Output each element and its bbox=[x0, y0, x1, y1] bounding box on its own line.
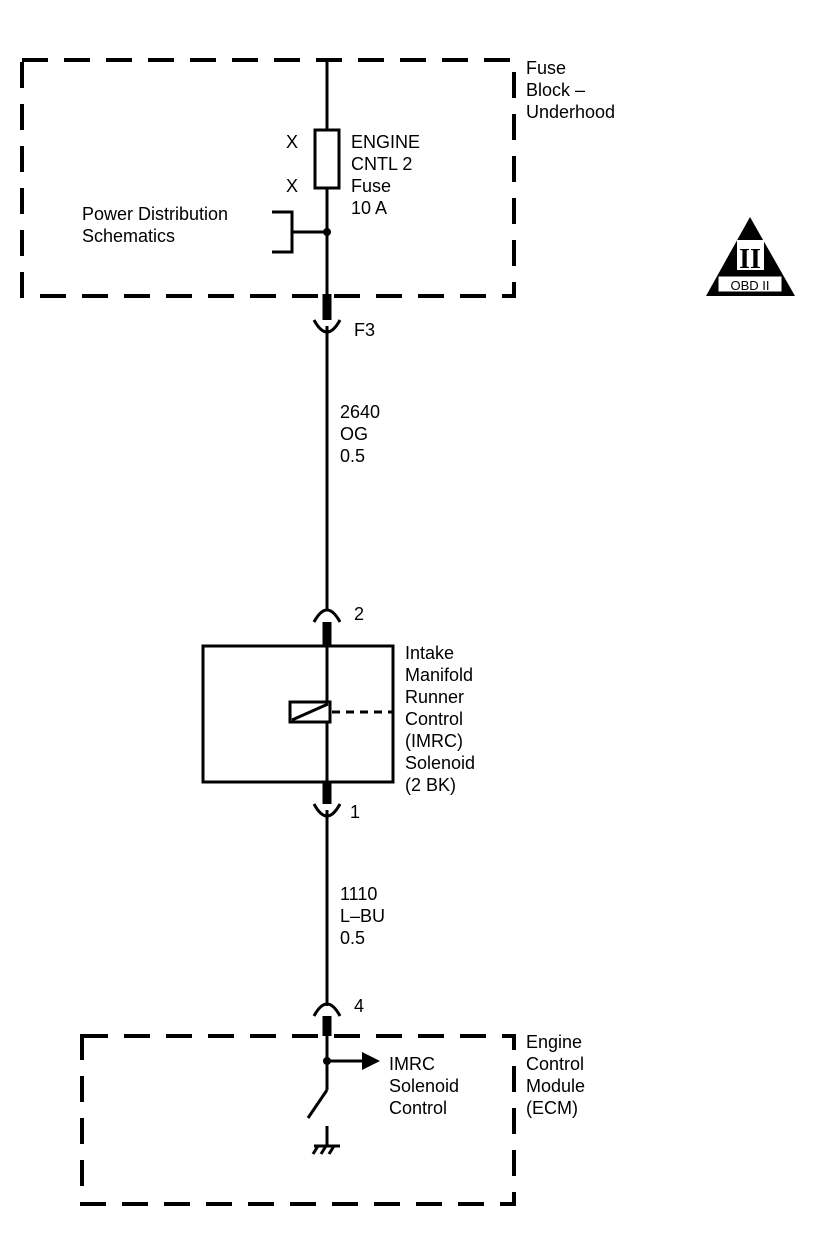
ground-icon bbox=[311, 1144, 340, 1155]
power-ref-bracket bbox=[272, 210, 294, 254]
fuse-x-mark-bottom: X bbox=[286, 176, 298, 196]
wire-1110-label: 1110 L–BU 0.5 bbox=[340, 884, 390, 948]
connector-2-label: 2 bbox=[354, 604, 364, 624]
connector-1: 1 bbox=[312, 782, 360, 822]
connector-1-label: 1 bbox=[350, 802, 360, 822]
signal-label: IMRC Solenoid Control bbox=[389, 1054, 464, 1118]
obd-badge: II OBD II bbox=[706, 217, 795, 296]
ecm-module: Engine Control Module (ECM) IMRC Solenoi… bbox=[80, 1032, 590, 1206]
fuse-symbol bbox=[313, 128, 341, 190]
connector-4: 4 bbox=[312, 996, 364, 1036]
wire-2640-label: 2640 OG 0.5 bbox=[340, 402, 385, 466]
obd-symbol-box bbox=[737, 240, 764, 270]
connector-4-label: 4 bbox=[354, 996, 364, 1016]
signal-arrow-icon bbox=[362, 1052, 380, 1070]
obd-text-box bbox=[717, 275, 783, 293]
obd-symbol: II bbox=[739, 244, 761, 275]
fuse-label: ENGINE CNTL 2 Fuse 10 A bbox=[351, 132, 425, 218]
fuse-block-outline bbox=[20, 58, 516, 298]
ecm-outline bbox=[80, 1034, 516, 1206]
power-ref-label: Power Distribution Schematics bbox=[82, 204, 233, 246]
fuse-x-mark-top: X bbox=[286, 132, 298, 152]
solenoid-coil-slash bbox=[291, 702, 329, 722]
driver-switch-icon bbox=[306, 1089, 329, 1119]
fuse-block-label: Fuse Block – Underhood bbox=[526, 58, 615, 122]
fuse-block: Fuse Block – Underhood X X ENGINE CNTL 2… bbox=[20, 58, 615, 298]
solenoid-label: Intake Manifold Runner Control (IMRC) So… bbox=[405, 643, 480, 795]
ecm-label: Engine Control Module (ECM) bbox=[526, 1032, 590, 1118]
connector-f3-label: F3 bbox=[354, 320, 375, 340]
imrc-solenoid: Intake Manifold Runner Control (IMRC) So… bbox=[201, 643, 480, 795]
connector-2: 2 bbox=[312, 604, 364, 646]
connector-f3: F3 bbox=[312, 294, 375, 340]
obd-text: OBD II bbox=[730, 278, 769, 293]
